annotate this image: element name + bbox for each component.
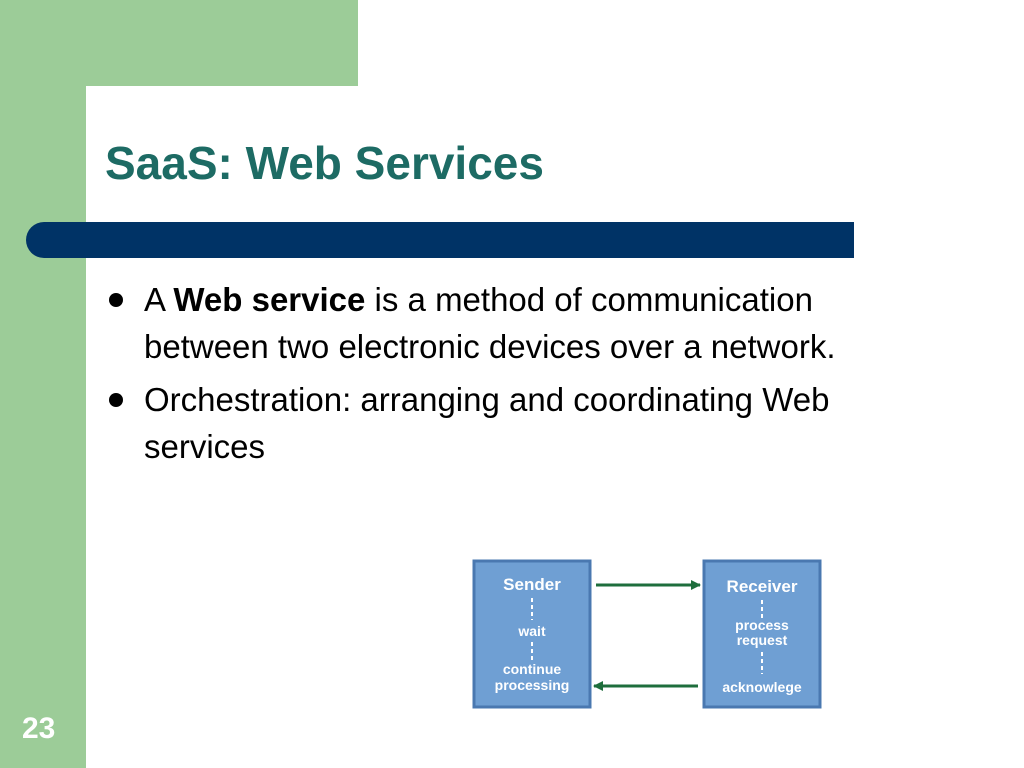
sender-continue-label: continue — [503, 661, 562, 677]
green-sidebar — [0, 0, 86, 768]
title-underline-bar — [26, 222, 854, 258]
bullet-item: A Web service is a method of communicati… — [104, 276, 904, 370]
receiver-box — [702, 559, 822, 709]
green-top-band — [0, 0, 358, 86]
sender-box — [472, 559, 592, 709]
bullet-text-post: is a method of communication between two… — [144, 281, 836, 365]
receiver-acknowlege-label: acknowlege — [722, 679, 802, 695]
bullet-text-bold: Web service — [173, 281, 366, 318]
slide-title: SaaS: Web Services — [105, 137, 544, 189]
page-number: 23 — [22, 712, 56, 745]
bullet-dot-icon — [109, 393, 123, 407]
sender-title: Sender — [503, 575, 561, 594]
bullet-text-pre: A — [144, 281, 174, 318]
bullet-list: A Web service is a method of communicati… — [104, 276, 904, 476]
receiver-process-label: process — [735, 617, 789, 633]
sender-receiver-diagram: Sender wait continue processing Receiver… — [472, 559, 822, 709]
receiver-title: Receiver — [727, 577, 798, 596]
sender-processing-label: processing — [495, 677, 570, 693]
bullet-item: Orchestration: arranging and coordinatin… — [104, 376, 904, 470]
bullet-dot-icon — [109, 293, 123, 307]
sender-wait-label: wait — [517, 623, 546, 639]
receiver-request-label: request — [737, 632, 788, 648]
bullet-text-pre: Orchestration: arranging and coordinatin… — [144, 381, 830, 465]
